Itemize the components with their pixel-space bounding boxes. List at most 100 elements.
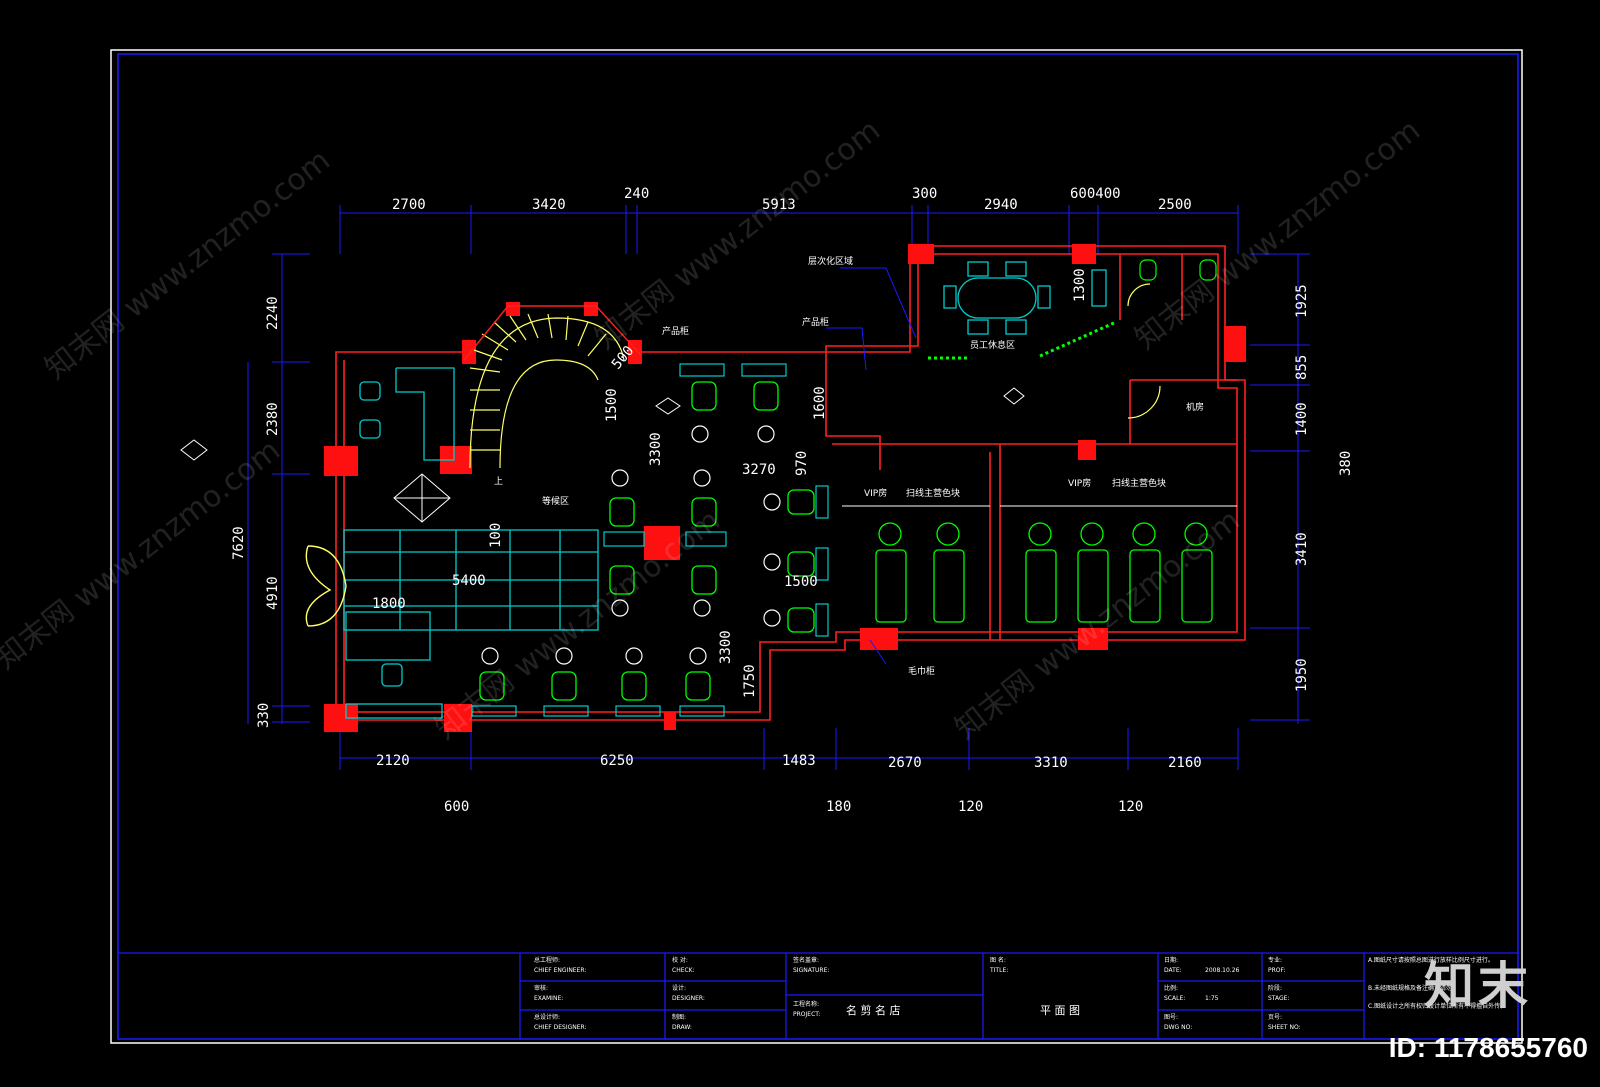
dim-inner-1500a: 1500 bbox=[604, 388, 620, 422]
dim-inner-5400: 5400 bbox=[452, 573, 486, 589]
brand-logo: 知末 bbox=[1424, 957, 1532, 1015]
tb-project-value: 名 剪 名 店 bbox=[846, 1003, 901, 1017]
tb-date: 日期: bbox=[1164, 956, 1178, 964]
tb-note-1: A.图纸尺寸请按照总图进行放样比例尺寸进行。 bbox=[1368, 956, 1494, 964]
dimension-text: 2700 3420 240 5913 300 2940 600400 2500 … bbox=[231, 186, 1354, 815]
tb-title: 图 名: bbox=[990, 956, 1006, 964]
dim-right-380: 380 bbox=[1338, 451, 1354, 476]
north-markers bbox=[180, 387, 1025, 523]
tb-date-en: DATE: bbox=[1164, 967, 1182, 974]
columns bbox=[324, 244, 1246, 732]
tb-signature: 签名盖章: bbox=[793, 956, 819, 964]
dim-sub-120a: 120 bbox=[958, 799, 983, 815]
tb-stage-en: STAGE: bbox=[1268, 995, 1289, 1002]
label-stair-up: 上 bbox=[494, 476, 503, 487]
wash-beds bbox=[875, 522, 1213, 623]
dim-sub-180: 180 bbox=[826, 799, 851, 815]
tb-examine-en: EXAMINE: bbox=[534, 995, 563, 1002]
dim-bottom-2670: 2670 bbox=[888, 755, 922, 771]
dim-inner-1600: 1600 bbox=[812, 386, 828, 420]
walls bbox=[335, 245, 1246, 721]
tb-title-value: 平 面 图 bbox=[1040, 1004, 1080, 1017]
tb-project: 工程名称: bbox=[793, 1000, 819, 1008]
inner-frame bbox=[117, 53, 1519, 1040]
tb-project-en: PROJECT: bbox=[793, 1011, 820, 1018]
label-vip-1-b: 扫线主营色块 bbox=[906, 487, 960, 499]
dim-top-600400: 600400 bbox=[1070, 186, 1121, 202]
tb-draw: 制图: bbox=[672, 1013, 686, 1021]
dim-bottom-2160: 2160 bbox=[1168, 755, 1202, 771]
label-vip-2: VIP房 bbox=[1068, 477, 1091, 489]
doors bbox=[1127, 283, 1161, 419]
dim-bottom-1483: 1483 bbox=[782, 753, 816, 769]
tb-check-en: CHECK: bbox=[672, 967, 695, 974]
outer-frame bbox=[110, 49, 1523, 1044]
tb-chief-designer: 总设计师: bbox=[534, 1013, 560, 1021]
dim-right-1400: 1400 bbox=[1294, 402, 1310, 436]
dim-right-1925: 1925 bbox=[1294, 284, 1310, 318]
label-vip-1: VIP房 bbox=[864, 487, 887, 499]
tb-date-value: 2008.10.26 bbox=[1205, 967, 1240, 974]
label-cabinet-area: 层次化区域 bbox=[808, 255, 853, 267]
dim-inner-1750: 1750 bbox=[742, 664, 758, 698]
dim-left-330: 330 bbox=[256, 703, 272, 728]
dim-inner-1500b: 1500 bbox=[784, 574, 818, 590]
dim-sub-600: 600 bbox=[444, 799, 469, 815]
stair-frame bbox=[463, 305, 641, 361]
title-block-text: 总工程师: CHIEF ENGINEER: 审核: EXAMINE: 总设计师:… bbox=[534, 956, 1506, 1031]
dim-inner-3300b: 3300 bbox=[718, 630, 734, 664]
tb-chief-engineer: 总工程师: bbox=[534, 956, 560, 964]
tb-sheet-en: SHEET NO: bbox=[1268, 1024, 1301, 1031]
label-machine-room: 机房 bbox=[1186, 401, 1204, 413]
label-towel-cabinet: 毛巾柜 bbox=[908, 665, 935, 677]
tb-sheet: 页号: bbox=[1268, 1014, 1282, 1021]
reception-desk bbox=[343, 367, 599, 719]
tb-draw-en: DRAW: bbox=[672, 1024, 692, 1031]
label-staff-rest: 员工休息区 bbox=[970, 339, 1015, 351]
tb-note-3: C.图纸设计之所有权归设计单位所有不得擅自外传。 bbox=[1368, 1002, 1506, 1010]
image-id: ID: 1178655760 bbox=[1388, 1032, 1588, 1063]
tb-check: 校 对: bbox=[672, 956, 688, 964]
dim-left-2240: 2240 bbox=[265, 296, 281, 330]
stools bbox=[481, 425, 781, 665]
tb-signature-en: SIGNATURE: bbox=[793, 967, 829, 974]
tb-prof: 专业: bbox=[1268, 956, 1282, 964]
dim-inner-100: 100 bbox=[488, 523, 504, 548]
dim-inner-3300a: 3300 bbox=[648, 432, 664, 466]
dim-sub-120b: 120 bbox=[1118, 799, 1143, 815]
dim-left-2380: 2380 bbox=[265, 402, 281, 436]
display-shelves bbox=[928, 320, 1117, 360]
toilets bbox=[1139, 259, 1217, 281]
tb-scale-en: SCALE: bbox=[1164, 995, 1185, 1002]
tb-scale-value: 1:75 bbox=[1205, 995, 1219, 1002]
tb-designer: 设计: bbox=[672, 984, 686, 992]
room-labels: VIP房 扫线主营色块 VIP房 扫线主营色块 上 等候区 产品柜 产品柜 层次… bbox=[494, 255, 1204, 677]
label-product-cabinet-1: 产品柜 bbox=[662, 325, 689, 337]
tb-dwg-en: DWG NO: bbox=[1164, 1024, 1192, 1031]
dim-top-240: 240 bbox=[624, 186, 649, 202]
leader-lines bbox=[826, 267, 917, 665]
dim-top-5913: 5913 bbox=[762, 197, 796, 213]
dim-inner-1300: 1300 bbox=[1072, 268, 1088, 302]
dim-right-1950: 1950 bbox=[1294, 658, 1310, 692]
spiral-stair bbox=[469, 313, 625, 469]
dim-right-3410: 3410 bbox=[1294, 532, 1310, 566]
dim-top-3420: 3420 bbox=[532, 197, 566, 213]
staff-table bbox=[943, 261, 1107, 335]
dim-left-4910: 4910 bbox=[265, 576, 281, 610]
tb-stage: 阶段: bbox=[1268, 984, 1282, 992]
tb-prof-en: PROF: bbox=[1268, 967, 1286, 974]
tb-note-2: B.未经图纸规格及备注确认请勿。 bbox=[1368, 984, 1458, 992]
dim-top-2940: 2940 bbox=[984, 197, 1018, 213]
dim-top-2500: 2500 bbox=[1158, 197, 1192, 213]
label-waiting-area: 等候区 bbox=[542, 495, 569, 507]
dim-top-2700: 2700 bbox=[392, 197, 426, 213]
tb-title-en: TITLE: bbox=[989, 967, 1008, 974]
dim-inner-3270: 3270 bbox=[742, 462, 776, 478]
dim-bottom-3310: 3310 bbox=[1034, 755, 1068, 771]
tb-dwg: 图号: bbox=[1164, 1014, 1178, 1021]
tb-chief-designer-en: CHIEF DESIGNER: bbox=[534, 1024, 587, 1031]
tb-examine: 审核: bbox=[534, 984, 548, 992]
label-product-cabinet-2: 产品柜 bbox=[802, 316, 829, 328]
